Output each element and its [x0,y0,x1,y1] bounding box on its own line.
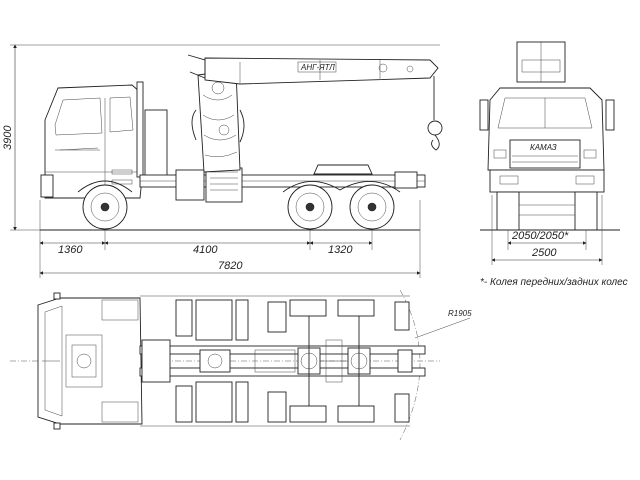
crane-boom: АНГ-ЯТЛ [187,54,443,151]
wheelbase-dimension: 4100 [193,244,218,256]
grille-brand-label: КАМАЗ [530,143,557,152]
turn-radius-dimension: R1905 [448,309,472,318]
bogie-dimension: 1320 [328,244,353,256]
width-dimension: 2500 [531,247,557,259]
rear-wheel-1 [287,184,333,230]
crane-column [191,69,245,173]
overall-length-dimension: 7820 [218,260,243,272]
height-dimension: 3900 [2,125,14,150]
fuel-tank [175,169,205,201]
front-overhang-dimension: 1360 [58,244,83,256]
front-wheel [82,184,128,230]
track-dimension: 2050/2050* [511,230,569,242]
crane-brand-label: АНГ-ЯТЛ [300,63,335,72]
exhaust-pipe [136,81,144,178]
front-view: КАМАЗ 2050/2050* 2500 *- Колея передних/… [479,41,628,288]
rear-bumper [394,171,418,189]
track-footnote: *- Колея передних/задних колес [480,277,628,288]
top-view: R1905 [10,289,472,441]
cab-side [40,84,143,199]
battery-box [205,167,243,203]
air-intake [144,109,168,181]
fifth-wheel [313,164,373,175]
side-view: 3900 [2,44,443,278]
rear-wheel-2 [349,184,395,230]
